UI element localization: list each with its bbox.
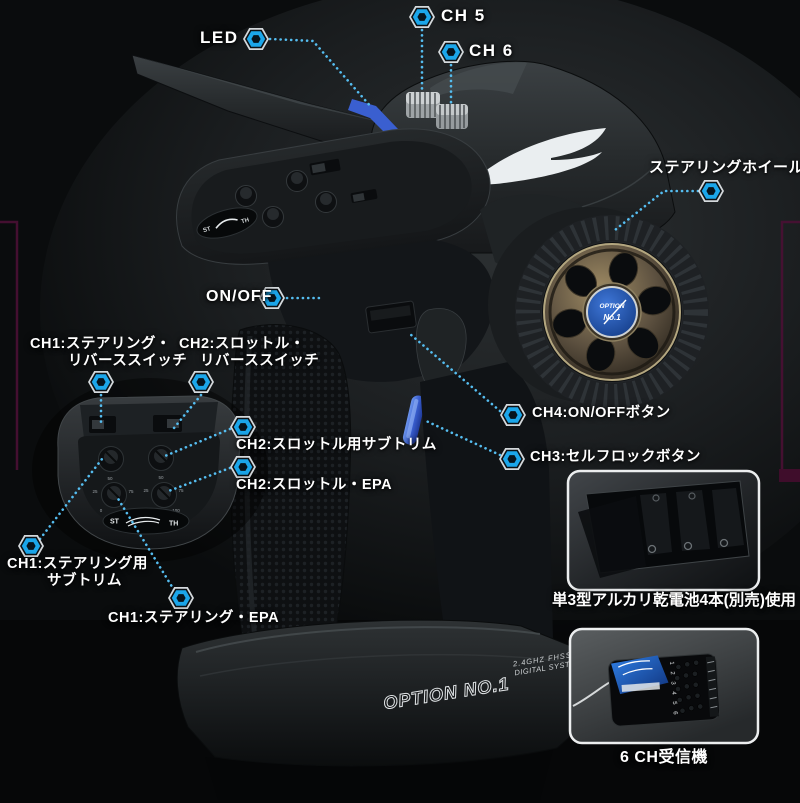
receiver-label-logo: [618, 660, 653, 676]
label-ch2-reverse-line1: CH2:スロットル・: [179, 336, 305, 352]
maroon-frame-right: [780, 220, 800, 470]
base-highlight: [195, 626, 541, 653]
inset-knob-th-epa: [151, 482, 177, 508]
scale-mark: 25: [143, 488, 149, 493]
leader-line-ch1-subtrim: [38, 457, 104, 541]
leader-lines: [38, 28, 700, 592]
label-ch3-selflock-button: CH3:セルフロックボタン: [530, 449, 701, 465]
scale-mark: 25: [92, 489, 98, 494]
inset-logo-squiggle: [125, 517, 161, 527]
wheel-logo-line1: OPTION: [600, 303, 625, 310]
receiver-body: 1 2 3 4 5 6: [607, 653, 721, 727]
receiver-label-sticker: [621, 682, 660, 692]
trim-panel-inset: 50 25 75 0 100 50 25 75 0 100 ST TH: [32, 378, 268, 562]
front-panel-switch-2: [350, 189, 378, 203]
grip-edge-sheen: [244, 335, 259, 649]
rear-column: [420, 362, 553, 656]
label-ch2-epa: CH2:スロットル・EPA: [236, 477, 393, 493]
front-panel-logo-plate: ST TH: [196, 207, 258, 239]
steering-wheel: OPTION No.1: [515, 215, 709, 409]
swoosh-logo-icon: [472, 128, 606, 185]
battery-lid: [578, 496, 646, 578]
front-panel-knobs: [235, 170, 337, 228]
leader-line-led: [268, 37, 374, 110]
panel-th-label: TH: [241, 217, 250, 225]
inset-logo-plate: ST TH: [102, 507, 190, 535]
scale-mark: 0: [100, 508, 103, 513]
base-shadow: [205, 750, 553, 800]
label-ch4-onoff-button: CH4:ON/OFFボタン: [532, 405, 671, 421]
base-groove: [199, 653, 567, 677]
wheel-spoke-holes: [552, 252, 672, 372]
maroon-frame-left: [0, 220, 19, 470]
leader-line-steering: [613, 189, 700, 232]
leader-line-ch2-subtrim: [163, 427, 232, 458]
selflock-button: [402, 395, 426, 445]
battery-caption: 単3型アルカリ乾電池4本(別売)使用: [552, 592, 796, 609]
label-ch2-subtrim: CH2:スロットル用サブトリム: [236, 437, 437, 453]
grip: [230, 324, 352, 655]
battery-inset: [566, 469, 761, 592]
ch6-knob: [436, 104, 468, 129]
ch5-knob: [406, 92, 440, 118]
label-steering-wheel: ステアリングホイール: [649, 159, 800, 176]
scale-mark: 75: [178, 488, 184, 493]
label-ch1-epa: CH1:ステアリング・EPA: [108, 610, 280, 626]
leader-line-ch2-reverse: [172, 393, 203, 430]
label-ch1-subtrim-line1: CH1:ステアリング用: [7, 556, 148, 572]
leader-line-ch4: [408, 332, 502, 413]
battery-slots: [640, 488, 744, 555]
receiver-vents: [674, 659, 704, 714]
receiver-channel-numbers: 1 2 3 4 5 6: [668, 661, 678, 717]
leader-line-ch2-epa: [164, 466, 232, 494]
label-led: LED: [200, 28, 239, 47]
label-ch1-reverse-line2: リバーススイッチ: [68, 353, 188, 369]
inset-st-label: ST: [110, 519, 120, 526]
label-ch1-subtrim: CH1:ステアリング用サブトリム: [7, 556, 148, 590]
wheel-logo-line2: No.1: [603, 313, 621, 322]
scale-mark: 75: [128, 489, 134, 494]
inset-knobs: [98, 445, 177, 508]
panel-st-label: ST: [203, 226, 212, 234]
head-fin: [430, 62, 527, 98]
inset-th-label: TH: [169, 521, 178, 528]
label-ch1-reverse: CH1:ステアリング・リバーススイッチ: [30, 336, 187, 370]
scale-mark: 100: [172, 508, 180, 513]
label-on-off: ON/OFF: [206, 288, 273, 305]
inset-reverse-switch-st: [89, 416, 116, 433]
led-strip: [348, 99, 398, 140]
leader-line-ch3: [422, 418, 502, 457]
ch4-switch-window: [365, 300, 417, 334]
receiver-inset: 1 2 3 4 5 6: [568, 627, 760, 745]
maroon-frame: [0, 220, 800, 470]
maroon-frame-corner: [779, 469, 800, 482]
scale-mark: 50: [107, 476, 113, 481]
label-ch2-reverse-line2: リバーススイッチ: [200, 353, 320, 369]
label-ch1-subtrim-line2: サブトリム: [47, 573, 122, 589]
label-ch6: CH 6: [469, 41, 514, 60]
receiver-caption: 6 CH受信機: [620, 749, 708, 766]
receiver-pins: [707, 660, 718, 709]
wheel-logo-swoosh: [603, 299, 627, 325]
scale-mark: 50: [158, 475, 164, 480]
inset-knob-st-epa: [101, 482, 127, 508]
leader-line-ch1-epa: [115, 495, 176, 592]
label-ch5: CH 5: [441, 6, 486, 25]
wheel-foam-ribs: [516, 216, 708, 408]
panel-logo-squiggle: [215, 218, 238, 229]
front-panel-switch-1: [309, 158, 341, 176]
inset-knob-th-subtrim: [148, 445, 174, 471]
label-ch2-reverse: CH2:スロットル・リバーススイッチ: [179, 336, 319, 370]
label-ch1-reverse-line1: CH1:ステアリング・: [30, 336, 171, 352]
wheel-center-cap: [586, 286, 638, 338]
inset-knob-st-subtrim: [98, 446, 124, 472]
transmitter: ST TH OFF ON: [131, 54, 709, 800]
